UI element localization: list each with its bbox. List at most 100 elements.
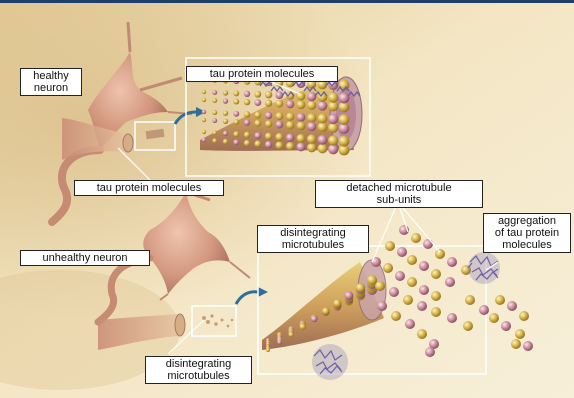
- gold-subunit-bead: [375, 281, 385, 291]
- gold-subunit-bead: [339, 136, 350, 147]
- gold-subunit-bead: [307, 143, 316, 152]
- pink-subunit-bead: [397, 247, 407, 257]
- pink-subunit-bead: [447, 257, 457, 267]
- gold-subunit-bead: [275, 133, 283, 141]
- label-detached-microtubule-subunits: detached microtubule sub-units: [315, 180, 483, 208]
- gold-subunit-bead: [265, 91, 272, 98]
- pink-subunit-bead: [223, 98, 228, 103]
- gold-subunit-bead: [266, 348, 270, 352]
- pink-subunit-bead: [395, 271, 405, 281]
- tau-aggregate-bottom: [312, 344, 348, 380]
- pink-subunit-bead: [202, 138, 206, 142]
- gold-subunit-bead: [385, 241, 395, 251]
- gold-subunit-bead: [383, 263, 393, 273]
- gold-subunit-bead: [244, 140, 250, 146]
- pink-subunit-bead: [277, 340, 282, 345]
- pink-subunit-bead: [311, 316, 318, 323]
- pink-subunit-bead: [523, 341, 533, 351]
- pink-subunit-bead: [233, 139, 239, 145]
- gold-subunit-bead: [391, 311, 401, 321]
- gold-subunit-bead: [511, 339, 521, 349]
- pink-subunit-bead: [507, 301, 517, 311]
- pink-subunit-bead: [318, 135, 328, 145]
- gold-subunit-bead: [318, 122, 328, 132]
- pink-subunit-bead: [297, 143, 306, 152]
- gold-subunit-bead: [275, 141, 283, 149]
- pink-subunit-bead: [423, 239, 433, 249]
- tau-aggregate-right: [468, 252, 500, 284]
- gold-subunit-bead: [515, 329, 525, 339]
- gold-subunit-bead: [322, 307, 329, 314]
- gold-subunit-bead: [367, 275, 377, 285]
- gold-subunit-bead: [328, 92, 338, 102]
- gold-subunit-bead: [463, 321, 473, 331]
- gold-subunit-bead: [223, 90, 228, 95]
- pink-subunit-bead: [297, 113, 306, 122]
- gold-subunit-bead: [435, 249, 445, 259]
- gold-subunit-bead: [244, 132, 250, 138]
- gold-subunit-bead: [489, 313, 499, 323]
- gold-subunit-bead: [495, 295, 505, 305]
- label-disintegrating-microtubules-bottom: disintegrating microtubules: [145, 356, 252, 384]
- gold-subunit-bead: [403, 295, 413, 305]
- gold-subunit-bead: [233, 90, 239, 96]
- gold-subunit-bead: [333, 299, 341, 307]
- pink-subunit-bead: [417, 301, 427, 311]
- pink-subunit-bead: [307, 122, 316, 131]
- label-tau-protein-molecules-top: tau protein molecules: [186, 66, 338, 82]
- gold-subunit-bead: [286, 121, 294, 129]
- label-healthy-neuron: healthy neuron: [20, 68, 82, 96]
- pink-subunit-bead: [244, 91, 250, 97]
- gold-subunit-bead: [431, 291, 441, 301]
- gold-subunit-bead: [318, 114, 328, 124]
- gold-subunit-bead: [223, 110, 228, 115]
- gold-subunit-bead: [233, 99, 239, 105]
- gold-subunit-bead: [212, 110, 217, 115]
- gold-subunit-bead: [318, 144, 328, 154]
- pink-subunit-bead: [223, 131, 228, 136]
- gold-subunit-bead: [411, 233, 421, 243]
- gold-subunit-bead: [417, 329, 427, 339]
- gold-subunit-bead: [465, 295, 475, 305]
- gold-subunit-bead: [519, 311, 529, 321]
- pink-subunit-bead: [212, 90, 217, 95]
- pink-subunit-bead: [405, 319, 415, 329]
- pink-subunit-bead: [419, 285, 429, 295]
- pink-subunit-bead: [318, 101, 328, 111]
- gold-subunit-bead: [202, 90, 206, 94]
- gold-subunit-bead: [431, 307, 441, 317]
- pink-subunit-bead: [286, 100, 294, 108]
- gold-subunit-bead: [223, 119, 228, 124]
- gold-subunit-bead: [244, 111, 250, 117]
- gold-subunit-bead: [265, 99, 272, 106]
- gold-subunit-bead: [297, 134, 306, 143]
- pink-subunit-bead: [254, 99, 261, 106]
- gold-subunit-bead: [254, 111, 261, 118]
- pink-subunit-bead: [447, 313, 457, 323]
- gold-subunit-bead: [286, 113, 294, 121]
- gold-subunit-bead: [328, 135, 338, 145]
- gold-subunit-bead: [339, 114, 350, 125]
- pink-subunit-bead: [339, 93, 350, 104]
- gold-subunit-bead: [202, 118, 206, 122]
- gold-subunit-bead: [244, 99, 250, 105]
- gold-subunit-bead: [286, 142, 294, 150]
- label-unhealthy-neuron: unhealthy neuron: [20, 250, 150, 266]
- pink-subunit-bead: [244, 119, 250, 125]
- label-disintegrating-microtubules-inset: disintegrating microtubules: [257, 225, 369, 253]
- label-aggregation-of-tau: aggregation of tau protein molecules: [483, 213, 571, 253]
- gold-subunit-bead: [254, 91, 261, 98]
- pink-subunit-bead: [233, 111, 239, 117]
- gold-subunit-bead: [254, 120, 261, 127]
- pink-subunit-bead: [212, 118, 217, 123]
- pink-subunit-bead: [286, 133, 294, 141]
- pink-subunit-bead: [275, 121, 283, 129]
- pink-subunit-bead: [265, 141, 272, 148]
- gold-subunit-bead: [407, 255, 417, 265]
- gold-subunit-bead: [300, 324, 306, 330]
- gold-subunit-bead: [307, 101, 316, 110]
- label-tau-protein-molecules-mid: tau protein molecules: [74, 180, 224, 196]
- pink-subunit-bead: [202, 110, 206, 114]
